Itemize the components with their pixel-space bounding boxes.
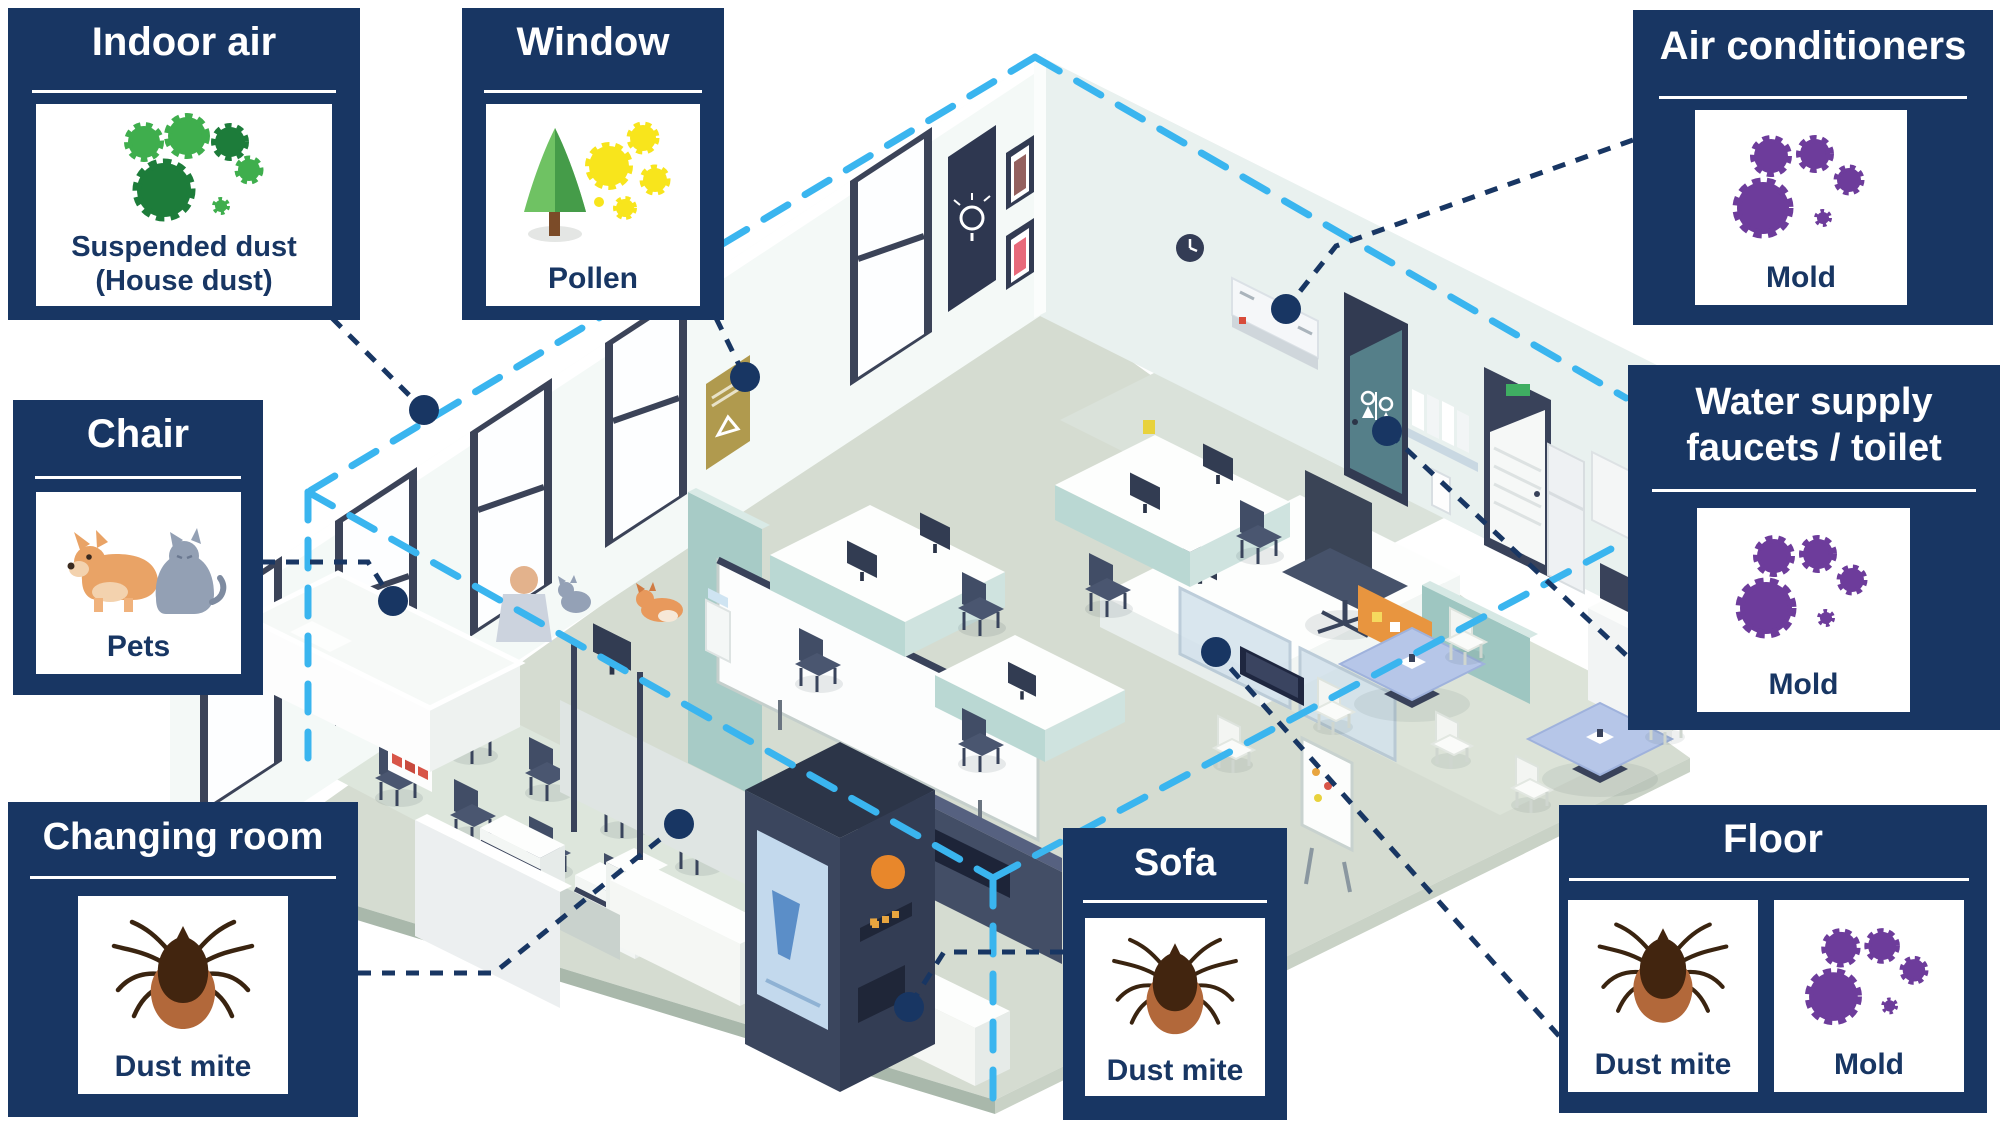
toilet-door [1344,292,1408,507]
cat [558,575,591,613]
reception-counter [242,570,526,772]
pets-icon [67,528,226,614]
allergen-label: Suspended dust (House dust) [71,231,297,297]
allergen-label: Mold [1834,1048,1904,1081]
callout-title: Floor [1723,817,1823,861]
window-4 [605,289,687,548]
dot-water-supply [1372,416,1402,446]
title-underline [1569,878,1969,881]
dot-sofa [894,992,924,1022]
idea-poster [948,125,996,312]
connector-dots [378,294,1402,1022]
title-underline [1659,96,1967,99]
wall-tv [1240,646,1304,706]
allergen-label: Dust mite [114,1050,252,1083]
receptionist [496,566,552,642]
desk-pod-1 [770,505,1008,695]
dot-chair [378,586,408,616]
allergen-label: Mold [1768,668,1839,701]
mold-icon [1735,535,1867,639]
connector-air-conditioners [1284,137,1634,311]
roof-edge-front-right [989,537,1630,882]
allergen-card: Mold [1695,110,1907,305]
allergen-card: Dust mite [1568,900,1758,1092]
callout-title: Sofa [1133,842,1217,884]
mold-icon [1732,135,1865,239]
connector-indoor-air [330,316,426,412]
callout-changing-room: Changing room Dust mite [8,802,358,1117]
allergen-card: Suspended dust (House dust) [36,104,332,306]
title-underline [30,876,336,879]
connectors [262,137,1634,1038]
allergen-card: Pollen [486,104,700,306]
desk-pod-3 [935,635,1125,775]
callout-title: Window [516,20,670,64]
allergen-card: Dust mite [1085,918,1265,1096]
allergen-card: Dust mite [78,896,288,1094]
yellow-box [1143,420,1155,434]
callout-window: Window Pollen [462,8,724,320]
dot-window [730,362,760,392]
allergen-label: Pets [106,630,171,663]
water-cooler [705,588,731,664]
title-underline [1652,489,1976,492]
roof-edge-front-left [304,488,997,882]
title-underline [35,476,241,479]
allergen-card: Mold [1697,508,1910,712]
callout-title: Changing room [42,816,324,858]
callout-water-supply: Water supply faucets / toilet Mold [1628,365,2000,730]
callout-title-line2: faucets / toilet [1686,427,1942,469]
allergen-label: Mold [1766,261,1836,294]
allergen-label: Dust mite [1106,1054,1244,1087]
wall-clock [1176,234,1204,262]
allergen-card: Mold [1774,900,1964,1092]
connector-water-supply [1385,429,1628,657]
exit-door [1484,367,1551,578]
house-dust-icon [124,113,264,222]
callout-indoor-air: Indoor air Suspended dust (House dust) [8,8,360,320]
title-underline [1083,900,1267,903]
callout-title: Indoor air [91,20,277,64]
dot-changing-room [664,809,694,839]
connector-chair [262,559,395,602]
dust-mite-icon [111,919,255,1029]
dot-floor [1201,637,1231,667]
connector-changing-room [358,822,681,976]
callout-sofa: Sofa Dust mite [1063,828,1287,1120]
mold-icon [1804,928,1929,1026]
wall-shelf [1408,389,1478,516]
dog [636,582,683,622]
changing-room-walls [415,640,745,1008]
allergen-label: Dust mite [1594,1048,1732,1081]
roof-edge-back-left [304,53,1039,496]
allergen-label: Pollen [547,262,638,295]
callout-chair: Chair Pets [13,400,263,695]
allergen-card: Pets [36,492,241,674]
callout-title: Chair [86,412,190,456]
callout-air-conditioners: Air conditioners Mold [1633,10,1993,325]
roof-edge-back-right [1031,53,1630,402]
window-5 [850,127,932,386]
callout-floor: Floor Dust mite Mo [1559,805,1987,1113]
title-underline [32,90,336,93]
dot-indoor-air [409,395,439,425]
cyan-outline [304,53,1630,1102]
title-underline [484,90,702,93]
callout-title-line1: Water supply [1695,381,1933,423]
dust-mite-icon [1112,937,1238,1035]
dot-air-conditioners [1271,294,1301,324]
dust-mite-icon [1597,922,1729,1023]
pollen-icon [524,121,671,242]
picture-frames [1006,135,1034,290]
callout-title: Air conditioners [1659,24,1967,68]
desk-pod-2 [1055,435,1290,620]
